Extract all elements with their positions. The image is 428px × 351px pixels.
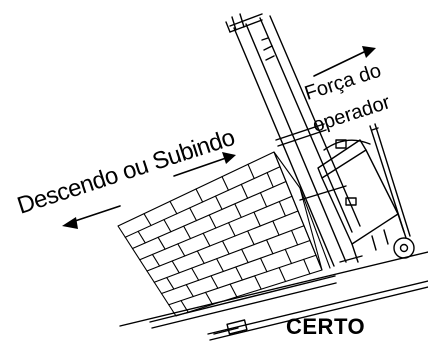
brick-joint-line	[241, 248, 249, 264]
brick-joint-line	[290, 229, 299, 246]
brick-joint-line	[180, 300, 189, 313]
brick-joint-line	[303, 258, 311, 275]
brick-joint-line	[157, 236, 166, 250]
brick-joint-line	[202, 232, 211, 247]
brick-joint-line	[266, 239, 274, 255]
brick-joint-line	[183, 225, 192, 240]
ramp-surface	[119, 251, 428, 341]
brick-joint-line	[266, 172, 274, 188]
brick-joint-line	[189, 207, 198, 222]
brick-joint-line	[228, 222, 236, 237]
verdict-label: CERTO	[286, 314, 366, 339]
arrow-down-ramp	[62, 205, 121, 229]
brick-joint-line	[253, 211, 261, 227]
brick-joint-line	[137, 230, 146, 244]
brick-joint-line	[196, 250, 205, 264]
brick-joint-line	[235, 266, 243, 281]
brick-joint-line	[247, 230, 255, 246]
drive-wheel	[393, 237, 415, 259]
brick-joint-line	[214, 195, 223, 210]
brick-joint-line	[171, 260, 180, 274]
brick-joint-line	[240, 183, 249, 199]
brick-joint-line	[247, 163, 255, 180]
arrow-up-ramp	[173, 152, 236, 177]
brick-joint-line	[284, 248, 293, 265]
brick-joint-line	[169, 200, 178, 215]
brick-load	[117, 151, 331, 317]
brick-joint-line	[259, 257, 268, 273]
brick-joint-line	[195, 188, 204, 203]
brick-joint-line	[166, 276, 175, 290]
mast	[225, 13, 361, 267]
brick-joint-line	[163, 219, 172, 233]
brick-joint-line	[177, 243, 186, 257]
brick-joint-line	[278, 267, 287, 283]
brick-joint-line	[221, 240, 230, 255]
brick-joint-line	[221, 176, 229, 191]
brick-joint-line	[278, 200, 286, 217]
brick-joint-line	[254, 275, 262, 290]
brick-joint-line	[229, 283, 238, 298]
brick-joint-line	[234, 203, 242, 218]
arrow-operator-force	[313, 46, 376, 77]
brick-joint-line	[272, 220, 280, 236]
brick-joint-line	[210, 275, 219, 289]
brick-joint-line	[216, 258, 224, 272]
brick-joint-line	[208, 214, 217, 229]
brick-joint-line	[151, 253, 161, 267]
brick-joint-line	[191, 267, 200, 281]
brick-joint-line	[143, 213, 152, 227]
brick-joint-line	[185, 284, 194, 298]
brick-joint-line	[205, 291, 214, 306]
tiller-handle	[369, 123, 411, 239]
brick-joint-line	[259, 192, 268, 208]
